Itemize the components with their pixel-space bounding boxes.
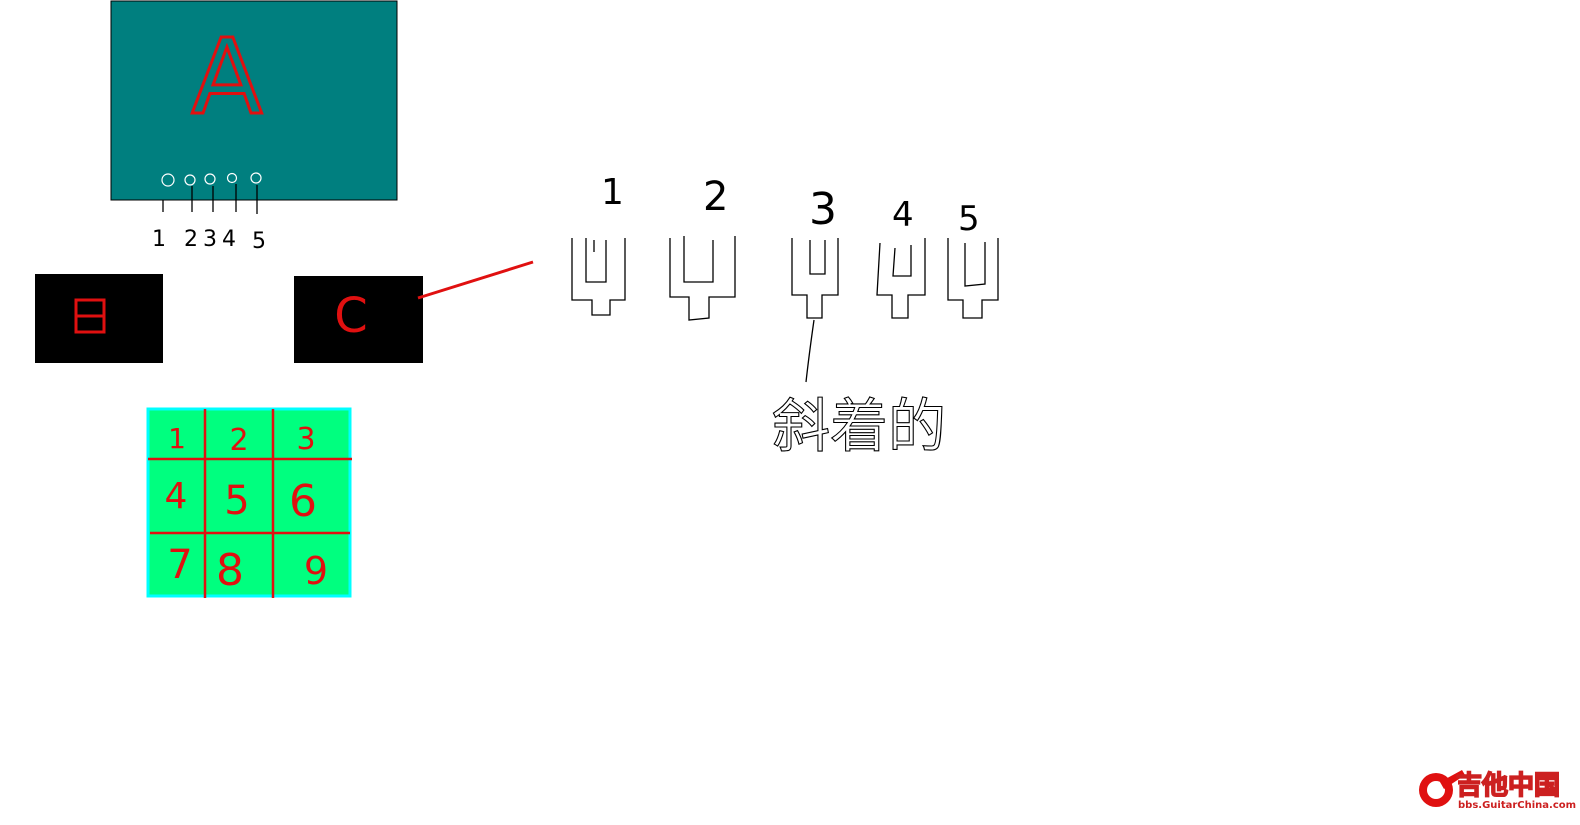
connector-label-1: 1 (601, 172, 624, 213)
pin-label-2: 2 (184, 227, 198, 252)
box-a: A 1 2 3 4 5 (110, 0, 398, 254)
grid-lines (148, 409, 352, 598)
grid-cell-8: 8 (216, 545, 244, 596)
box-b-label-glyph (74, 298, 106, 334)
grid-cell-1: 1 (168, 422, 186, 455)
pin-label-3: 3 (203, 227, 217, 252)
box-b: B (35, 274, 163, 363)
grid-cells: 1 2 3 4 5 6 7 8 9 (165, 422, 329, 596)
box-c-label: C (334, 288, 368, 344)
connector-label-4: 4 (892, 195, 914, 235)
box-a-pins (161, 172, 262, 187)
connector-label-3: 3 (809, 184, 837, 235)
grid-cell-4: 4 (165, 476, 188, 517)
grid-cell-9: 9 (304, 549, 328, 593)
watermark-url: bbs.GuitarChina.com (1458, 800, 1576, 811)
connector-5 (947, 238, 999, 319)
pin-5 (250, 172, 262, 184)
connector-label-2: 2 (703, 174, 728, 220)
box-a-pin-numbers: 1 2 3 4 5 (152, 227, 266, 254)
pin-label-5: 5 (252, 229, 266, 254)
connector-4 (876, 238, 926, 319)
pin-2 (184, 174, 196, 186)
pin-label-1: 1 (152, 227, 166, 252)
grid-cell-5: 5 (224, 478, 249, 524)
grid-cell-7: 7 (167, 542, 192, 588)
annotation-leader (805, 319, 815, 383)
box-c: C (294, 276, 423, 363)
connector-labels: 1 2 3 4 5 (601, 172, 980, 239)
grid-cell-6: 6 (289, 476, 317, 527)
pin-1 (161, 173, 175, 187)
link-line-c-to-connectors (417, 260, 534, 300)
watermark: 吉他中国 bbs.GuitarChina.com (1419, 770, 1576, 811)
annotation-text: 斜着的 (772, 392, 946, 460)
connector-3 (791, 238, 839, 319)
pin-4 (226, 172, 238, 184)
number-grid: 1 2 3 4 5 6 7 8 9 (146, 407, 352, 598)
connector-1 (571, 238, 626, 316)
grid-cell-3: 3 (296, 422, 315, 457)
box-a-pin-leads (162, 184, 258, 214)
box-a-label: A (191, 16, 262, 138)
pin-label-4: 4 (222, 227, 236, 252)
pin-3 (204, 173, 216, 185)
watermark-logo-text: 吉他中国 (1456, 771, 1560, 801)
connector-2 (669, 236, 736, 321)
connector-label-5: 5 (958, 199, 980, 239)
grid-cell-2: 2 (229, 423, 248, 458)
connectors (571, 236, 999, 383)
guitar-logo-icon (1419, 770, 1465, 807)
